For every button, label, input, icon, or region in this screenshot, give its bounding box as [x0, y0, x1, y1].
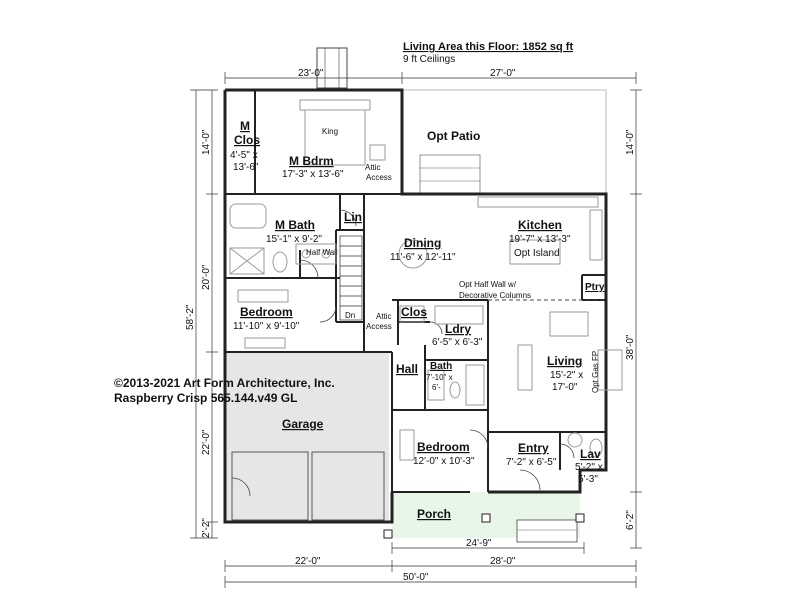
door-swings: [231, 209, 575, 497]
dim-right-mid: 38'-0": [625, 334, 636, 360]
attic-mid-label-1: Attic: [376, 312, 392, 321]
half-wall-note-2: Decorative Columns: [459, 291, 531, 300]
garage-doors: [231, 451, 385, 521]
m-bdrm-label: M Bdrm: [289, 154, 334, 168]
dimension-lines: [190, 72, 642, 588]
dining-size: 11'-6" x 12'-11": [390, 252, 456, 263]
opt-patio-label: Opt Patio: [427, 129, 480, 143]
living-size-2: 17'-0": [552, 382, 578, 393]
m-bath-label: M Bath: [275, 218, 315, 232]
bath-size-1: 7'-10" x: [426, 373, 453, 382]
dim-bottom-left: 22'-0": [295, 556, 321, 567]
dim-left-bottom: 2'-2": [201, 518, 212, 538]
garage-label: Garage: [282, 417, 324, 431]
bath-size-2: 6'-: [432, 383, 441, 392]
ceilings-note: 9 ft Ceilings: [403, 54, 455, 65]
bedroom-front-size: 12'-0" x 10'-3": [413, 456, 475, 467]
patio-steps: [419, 154, 481, 194]
kitchen-label: Kitchen: [518, 218, 562, 232]
ldry-label: Ldry: [445, 322, 471, 336]
porch-label: Porch: [417, 507, 451, 521]
dim-top-right: 27'-0": [490, 68, 516, 79]
living-size-1: 15'-2" x: [550, 370, 583, 381]
dim-left-garage: 22'-0": [201, 429, 212, 455]
m-clos-size-2: 13'-6": [233, 162, 259, 173]
attic-mid-label-2: Access: [366, 322, 392, 331]
opt-island-label: Opt Island: [514, 248, 560, 259]
dim-left-top: 14'-0": [201, 129, 212, 155]
lav-size-2: 5'-3": [578, 474, 598, 485]
hall-label: Hall: [396, 362, 418, 376]
dining-label: Dining: [404, 236, 441, 250]
dim-top-left: 23'-0": [298, 68, 324, 79]
porch-step: [516, 519, 578, 543]
bedroom-front-label: Bedroom: [417, 440, 470, 454]
m-bdrm-size: 17'-3" x 13'-6": [282, 169, 344, 180]
dim-left-total: 58'-2": [185, 304, 196, 330]
dim-bottom-right: 28'-0": [490, 556, 516, 567]
exterior-walls: [223, 88, 608, 524]
dim-right-bottom: 6'-2": [625, 510, 636, 530]
clos-label: Clos: [401, 305, 427, 319]
bedroom-left-label: Bedroom: [240, 305, 293, 319]
dim-right-top: 14'-0": [625, 129, 636, 155]
m-clos-label-1: M: [240, 119, 250, 133]
dim-bottom-porch: 24'-9": [466, 538, 492, 549]
attic-top-label-1: Attic: [365, 163, 381, 172]
entry-size: 7'-2" x 6'-5": [506, 457, 557, 468]
bath-label: Bath: [430, 361, 452, 372]
m-clos-size-1: 4'-5" x: [230, 150, 258, 161]
garage-floor: [225, 352, 389, 522]
m-clos-label-2: Clos: [234, 133, 260, 147]
ptry-label: Ptry: [585, 282, 605, 293]
king-bed-label: King: [322, 127, 338, 136]
dim-left-mid: 20'-0": [201, 264, 212, 290]
m-bath-size: 15'-1" x 9'-2": [266, 234, 322, 245]
dn-label: Dn: [345, 311, 355, 320]
lin-label: Lin: [344, 210, 362, 224]
living-area-title: Living Area this Floor: 1852 sq ft: [403, 41, 573, 53]
copyright-line-1: ©2013-2021 Art Form Architecture, Inc.: [114, 376, 335, 390]
living-label: Living: [547, 354, 582, 368]
copyright-line-2: Raspberry Crisp 565.144.v49 GL: [114, 391, 297, 405]
ldry-size: 6'-5" x 6'-3": [432, 337, 483, 348]
dim-bottom-total: 50'-0": [403, 572, 429, 583]
bedroom-left-size: 11'-10" x 9'-10": [233, 321, 300, 332]
attic-top-label-2: Access: [366, 173, 392, 182]
fixtures: [229, 99, 623, 461]
gas-fp-label: Opt Gas FP: [591, 351, 600, 393]
entry-label: Entry: [518, 441, 549, 455]
lav-label: Lav: [580, 447, 601, 461]
lav-size-1: 5'-2" x: [575, 462, 603, 473]
half-wall-label: Half Wall: [306, 248, 338, 257]
chimney: [316, 47, 348, 89]
half-wall-note-1: Opt Half Wall w/: [459, 280, 517, 289]
stair: [339, 235, 363, 321]
kitchen-size: 19'-7" x 13'-3": [509, 234, 571, 245]
porch-columns: [383, 513, 585, 539]
